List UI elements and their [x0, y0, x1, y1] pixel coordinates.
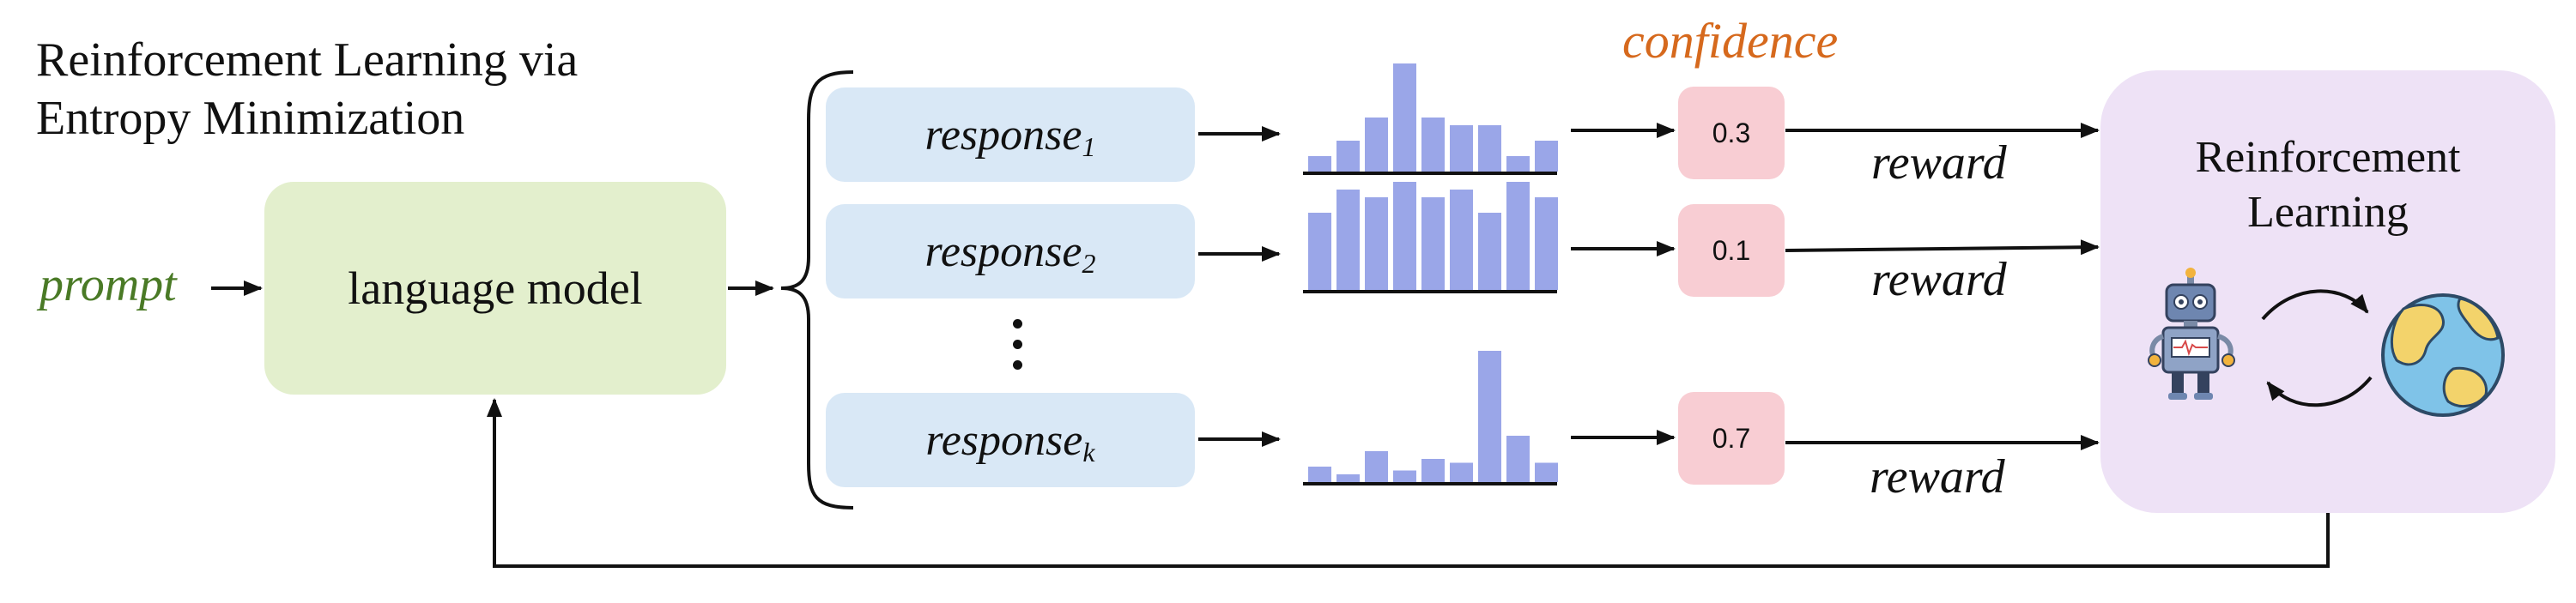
- histogram-3-bar-7: [1478, 351, 1501, 482]
- histogram-1-bar-8: [1506, 156, 1530, 172]
- histogram-3-bar-6: [1450, 462, 1473, 482]
- histogram-1-bar-6: [1450, 125, 1473, 172]
- histogram-1-bar-3: [1365, 118, 1388, 172]
- histogram-3-bar-2: [1336, 474, 1360, 482]
- histogram-1-bar-4: [1393, 63, 1416, 172]
- histogram-1-bar-7: [1478, 125, 1501, 172]
- globe-icon: [2381, 293, 2505, 417]
- robot-icon: [2148, 268, 2235, 400]
- reward-label-2: reward: [1871, 253, 2007, 306]
- diagram-title: Reinforcement Learning via Entropy Minim…: [36, 31, 578, 148]
- confidence-score-1: 0.3: [1678, 87, 1785, 179]
- reinforcement-learning-title: Reinforcement Learning: [2100, 130, 2555, 240]
- histogram-2-bar-6: [1450, 190, 1473, 290]
- histogram-2-bar-1: [1308, 213, 1331, 290]
- cycle-arrows-icon: [2261, 289, 2373, 407]
- histogram-2-bar-9: [1535, 197, 1558, 290]
- rl-title-line-1: Reinforcement: [2195, 133, 2461, 182]
- title-line-2: Entropy Minimization: [36, 92, 465, 145]
- response-subscript: 1: [1082, 130, 1096, 162]
- histogram-1-bar-2: [1336, 141, 1360, 172]
- title-line-1: Reinforcement Learning via: [36, 33, 579, 87]
- histogram-3-bar-1: [1308, 467, 1331, 482]
- confidence-score-2: 0.1: [1678, 204, 1785, 297]
- histogram-1-bar-9: [1535, 141, 1558, 172]
- histogram-bars: [1308, 63, 1558, 482]
- histogram-3-bar-3: [1365, 451, 1388, 482]
- prompt-label: prompt: [39, 258, 177, 311]
- confidence-score-k: 0.7: [1678, 392, 1785, 485]
- language-model-label: language model: [348, 262, 643, 314]
- rl-title-line-2: Learning: [2247, 188, 2409, 237]
- language-model-box: language model: [264, 182, 726, 395]
- histogram-1-bar-1: [1308, 156, 1331, 172]
- histogram-3-bar-8: [1506, 436, 1530, 482]
- histogram-3-bar-4: [1393, 470, 1416, 482]
- response-subscript: k: [1082, 436, 1095, 467]
- ellipsis-icon: [1011, 319, 1025, 381]
- response-label: response: [925, 415, 1083, 465]
- histogram-1-bar-5: [1421, 118, 1445, 172]
- response-subscript: 2: [1082, 247, 1096, 279]
- response-label: response: [924, 226, 1082, 276]
- histogram-3-bar-9: [1535, 462, 1558, 482]
- reward-label-k: reward: [1870, 450, 2005, 504]
- confidence-label: confidence: [1622, 13, 1839, 69]
- arrow-feedback-loop: [487, 398, 2330, 568]
- brace-icon: [780, 70, 854, 510]
- response-label: response: [924, 110, 1082, 160]
- histogram-2-bar-8: [1506, 182, 1530, 290]
- histogram-2-bar-4: [1393, 182, 1416, 290]
- histogram-2-bar-5: [1421, 197, 1445, 290]
- histogram-2-bar-7: [1478, 213, 1501, 290]
- histogram-3-bar-5: [1421, 459, 1445, 482]
- histogram-2-bar-3: [1365, 197, 1388, 290]
- histogram-2-bar-2: [1336, 190, 1360, 290]
- arrow-score2-to-rl: [1785, 239, 2100, 256]
- reward-label-1: reward: [1871, 136, 2007, 190]
